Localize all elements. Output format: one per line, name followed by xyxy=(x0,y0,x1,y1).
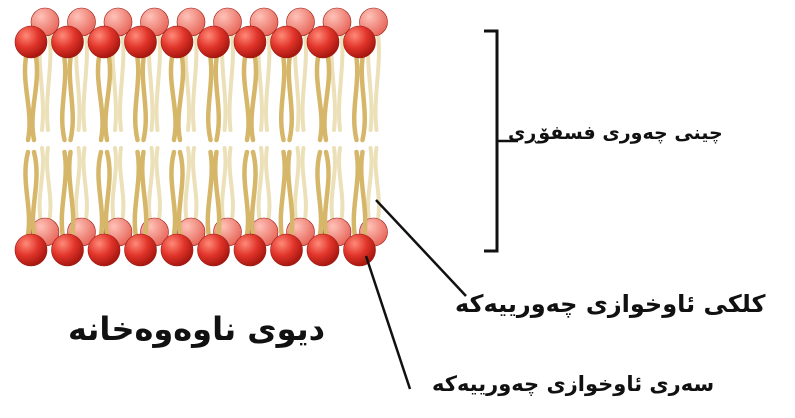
lipid-tail xyxy=(208,52,211,140)
lipid-tail xyxy=(303,148,306,222)
head-label: سەری ئاوخوازی چەورییەکە xyxy=(432,372,714,396)
lipid-head xyxy=(52,234,84,266)
lipid-tail xyxy=(216,52,219,140)
lipid-head xyxy=(161,234,193,266)
lipid-tail xyxy=(40,148,43,222)
lipid-tail xyxy=(266,148,269,222)
lipid-tail xyxy=(98,152,102,240)
lipid-tail xyxy=(339,148,342,222)
lipid-tail xyxy=(157,30,160,130)
lipid-tail xyxy=(362,52,365,140)
lipid-tail xyxy=(259,148,262,222)
lipid-head xyxy=(307,234,339,266)
lipid-tail xyxy=(251,52,256,140)
lipid-tail xyxy=(62,52,65,140)
lipid-tail xyxy=(25,152,29,240)
lipid-head xyxy=(234,234,266,266)
lipid-tail xyxy=(376,148,379,222)
lipid-tail xyxy=(266,30,269,130)
bilayer-label: چینی چەوری فسفۆڕی xyxy=(508,122,723,144)
lipid-head xyxy=(271,234,303,266)
lipid-head xyxy=(271,26,303,58)
lipid-tail xyxy=(303,30,306,130)
lipid-head xyxy=(307,26,339,58)
lipid-head xyxy=(88,26,120,58)
lipid-tail xyxy=(281,52,284,140)
lipid-tail xyxy=(47,30,50,130)
lipid-tail xyxy=(98,52,103,140)
lipid-tail xyxy=(105,52,110,140)
lipid-tail xyxy=(171,52,176,140)
lipid-tail xyxy=(84,148,87,222)
lipid-tail xyxy=(157,148,160,222)
membrane-label: دیوی ناوەوەخانە xyxy=(68,310,325,348)
lipid-tail xyxy=(222,148,225,222)
lipid-tail xyxy=(62,152,66,240)
lipid-tail xyxy=(113,148,116,222)
lipid-tail xyxy=(230,148,233,222)
lipid-tail xyxy=(70,52,73,140)
lipid-tail xyxy=(230,30,233,130)
lipid-tail xyxy=(135,152,139,240)
lipid-head xyxy=(344,26,376,58)
lipid-head xyxy=(15,26,47,58)
lipid-tail xyxy=(149,148,152,222)
lipid-head xyxy=(125,26,157,58)
lipid-tail xyxy=(281,152,285,240)
lipid-tail xyxy=(295,148,298,222)
lipid-head xyxy=(88,234,120,266)
tail-pointer-line xyxy=(376,200,466,296)
lipid-tail xyxy=(317,152,321,240)
lipid-tail xyxy=(332,148,335,222)
lipid-tail xyxy=(376,30,379,130)
lipid-tail xyxy=(244,152,248,240)
lipid-tail xyxy=(186,148,189,222)
lipid-head xyxy=(234,26,266,58)
lipid-tail xyxy=(32,52,37,140)
lipid-tail xyxy=(368,148,371,222)
lipid-tail xyxy=(339,30,342,130)
lipid-tail xyxy=(135,52,138,140)
lipid-tail xyxy=(171,152,175,240)
bilayer-bracket xyxy=(484,31,497,251)
lipid-tail xyxy=(25,52,30,140)
lipid-head xyxy=(125,234,157,266)
lipid-tail xyxy=(178,52,183,140)
lipid-tail xyxy=(143,52,146,140)
lipid-head xyxy=(198,26,230,58)
lipid-tail xyxy=(76,148,79,222)
lipid-tail xyxy=(244,52,249,140)
lipid-head xyxy=(161,26,193,58)
tail-label: کلکی ئاوخوازی چەورییەکە xyxy=(455,290,766,318)
lipid-tail xyxy=(193,148,196,222)
lipid-head xyxy=(15,234,47,266)
lipid-tail xyxy=(324,52,329,140)
lipid-tail xyxy=(193,30,196,130)
lipid-tail xyxy=(354,152,358,240)
lipid-tail xyxy=(84,30,87,130)
lipid-tail xyxy=(47,148,50,222)
head-pointer-line xyxy=(366,256,410,389)
lipid-tail xyxy=(317,52,322,140)
lipid-tail xyxy=(354,52,357,140)
lipid-head xyxy=(198,234,230,266)
lipid-tail xyxy=(120,30,123,130)
lipid-tail xyxy=(208,152,212,240)
lipid-head xyxy=(52,26,84,58)
lipid-head xyxy=(344,234,376,266)
lipid-tail xyxy=(120,148,123,222)
lipid-tail xyxy=(289,52,292,140)
